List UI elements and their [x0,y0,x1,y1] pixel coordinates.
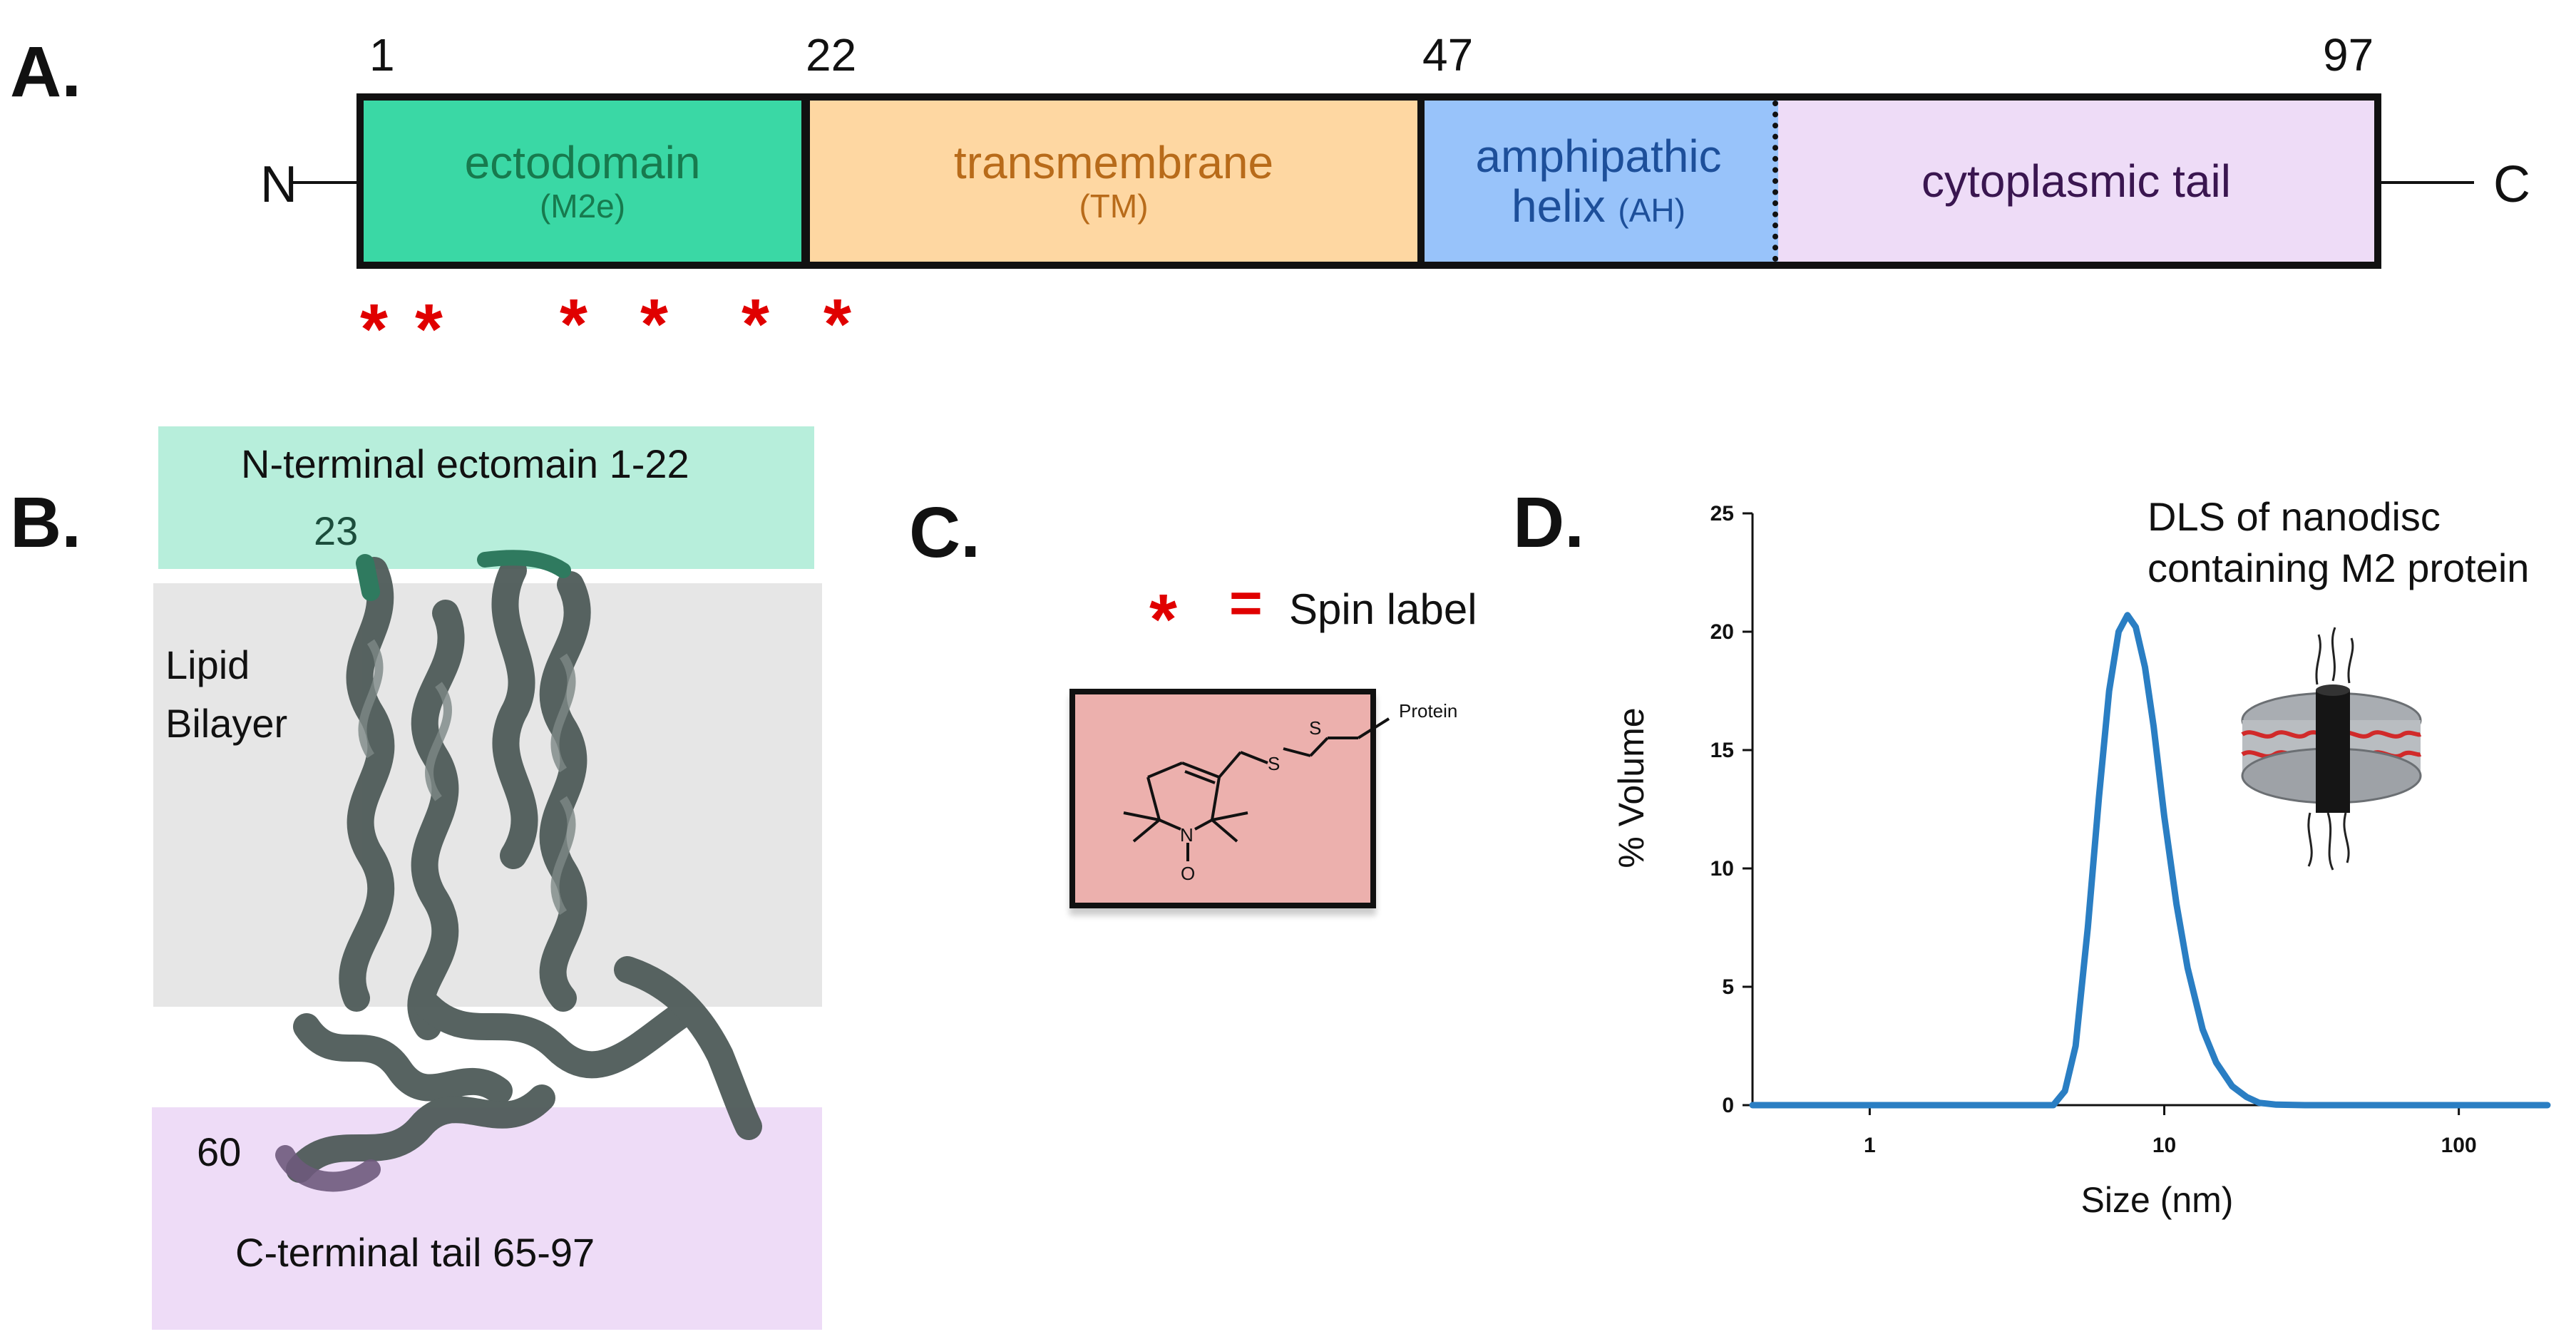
spin-label-star: * [360,289,388,369]
dls-y-tick-label: 15 [1710,739,1734,762]
dls-y-tick-label: 10 [1710,857,1734,881]
panel-c-letter: C. [909,493,980,573]
spin-label-atom-o: O [1181,863,1195,884]
panel-d-letter: D. [1513,483,1584,563]
panel-a-letter: A. [10,32,81,112]
dls-y-tick-label: 5 [1722,975,1734,999]
c-terminal-band-label: C-terminal tail 65-97 [235,1230,595,1275]
ectodomain-segment: ectodomain (M2e) [364,101,810,262]
cytoplasmic-tail-segment: cytoplasmic tail [1778,101,2374,262]
spin-label-atom-s1: S [1268,753,1280,774]
dls-axes: 0 5 10 15 20 25 1 10 100 [1710,502,2547,1157]
amphipathic-helix-segment: amphipathic helix (AH) [1425,101,1778,262]
cytoplasmic-tail-band [152,1107,822,1330]
ectodomain-label: ectodomain [464,137,701,188]
spin-label-star: * [823,284,851,364]
bilayer-label-line1: Lipid [165,642,250,687]
spin-label-legend-star: * [1149,580,1177,660]
transmembrane-sublabel: (TM) [1079,188,1149,225]
spin-label-bonds [1123,717,1390,861]
m2-protein-cylinder-top [2316,684,2350,696]
m2-protein-cylinder [2316,690,2350,813]
n-terminal-band-label: N-terminal ectomain 1-22 [241,441,689,486]
transmembrane-segment: transmembrane (TM) [810,101,1425,262]
dls-y-tick-label: 0 [1722,1094,1734,1117]
dls-series [1749,612,2551,1109]
dls-title-line1: DLS of nanodisc [2147,494,2441,539]
panel-b-letter: B. [10,483,81,563]
lipid-bilayer-band [153,583,822,1007]
c-terminus-line [2380,181,2474,184]
dls-x-tick-label: 10 [2152,1134,2176,1157]
ectodomain-sublabel: (M2e) [539,188,626,225]
n-terminus-line [292,181,358,184]
dls-x-tick-label: 100 [2441,1134,2477,1157]
spin-label-star: * [742,284,769,364]
n-terminal-tail-right [477,550,571,578]
cytoplasmic-tail-label: cytoplasmic tail [1921,155,2231,207]
amphipathic-label-line1: amphipathic [1475,130,1722,182]
spin-label-legend-text: Spin label [1289,585,1477,633]
m2-domain-bar: ectodomain (M2e) transmembrane (TM) amph… [356,93,2381,269]
dls-y-tick-label: 20 [1710,620,1734,644]
ectodomain-band [158,426,814,569]
dls-volume-curve [1749,612,2551,1109]
nanodisc-lipid-tails [2307,627,2354,871]
residue-97-label: 97 [2323,29,2374,81]
amphipathic-sublabel: (AH) [1618,192,1685,229]
spin-label-atom-s2: S [1309,717,1321,739]
c-terminus-label: C [2493,156,2530,213]
dls-title-line2: containing M2 protein [2147,545,2530,590]
dls-x-tick-label: 1 [1864,1134,1876,1157]
transmembrane-label: transmembrane [953,137,1274,188]
residue-60-label: 60 [197,1129,242,1174]
residue-23-label: 23 [314,508,359,553]
n-terminal-tail-left [356,554,380,601]
residue-47-label: 47 [1422,29,1474,81]
residue-22-label: 22 [806,29,857,81]
spin-label-legend-equals: = [1229,571,1263,635]
residue-1-label: 1 [369,29,395,81]
dls-y-axis-label: % Volume [1611,707,1651,868]
helix-highlights [358,639,576,915]
spin-label-star: * [640,284,668,364]
spin-label-structure-box [1069,689,1376,908]
n-terminus-label: N [260,156,297,213]
c-terminal-tail [275,1145,381,1192]
dls-x-axis-label: Size (nm) [2081,1180,2234,1220]
helix-label: helix [1512,180,1606,232]
spin-label-star: * [560,284,587,364]
amphipathic-label-line2: helix (AH) [1512,181,1685,231]
dls-y-tick-label: 25 [1710,502,1734,525]
bilayer-label-line2: Bilayer [165,701,288,746]
helix-ribbon [286,557,762,1183]
spin-label-protein-label: Protein [1399,700,1457,722]
spin-label-star: * [415,289,443,369]
spin-label-atom-n: N [1180,824,1194,846]
